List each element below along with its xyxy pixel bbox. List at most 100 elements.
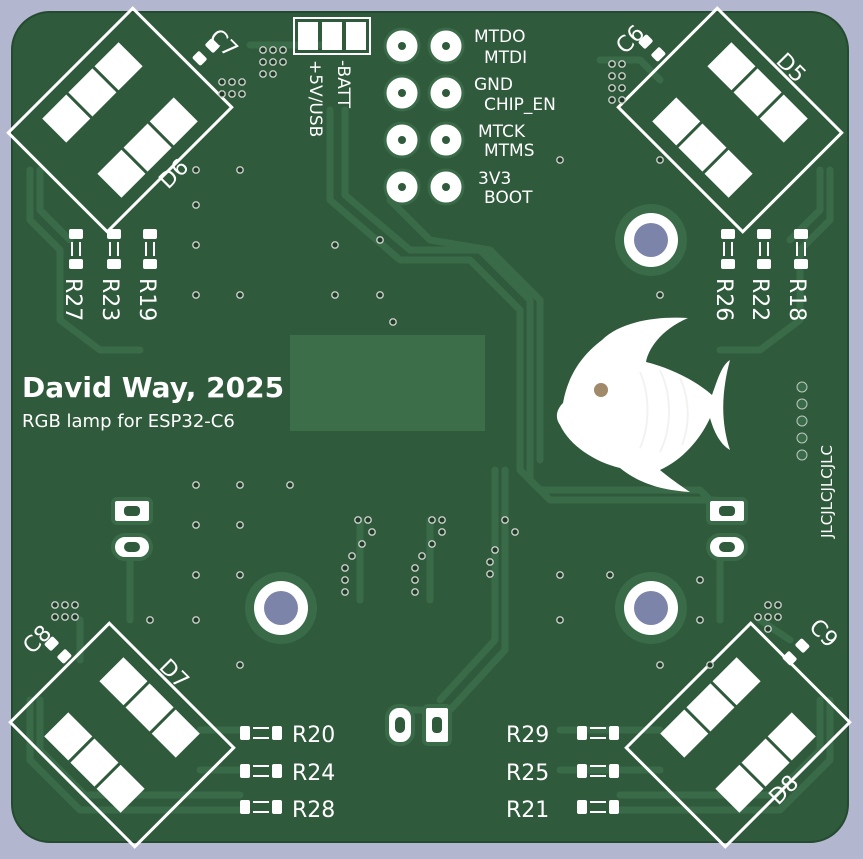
via [618, 84, 626, 92]
via [618, 96, 626, 104]
label-mtdo: MTDO [474, 27, 526, 47]
via [411, 588, 419, 596]
via [556, 571, 564, 579]
via [706, 661, 714, 669]
project-subtitle: RGB lamp for ESP32-C6 [22, 411, 235, 432]
label-mtdi: MTDI [484, 48, 527, 68]
via [774, 613, 782, 621]
via [428, 516, 436, 524]
via [341, 576, 349, 584]
mounting-hole-bottom-left [245, 572, 317, 644]
via [418, 552, 426, 560]
via [236, 521, 244, 529]
label-boot: BOOT [484, 188, 533, 208]
center-copper-pad [290, 335, 485, 431]
via [354, 516, 362, 524]
ref-r23: R23 [97, 278, 122, 321]
via [774, 601, 782, 609]
via [228, 90, 236, 98]
via [269, 70, 277, 78]
via [428, 540, 436, 548]
via [501, 516, 509, 524]
ref-r18: R18 [784, 278, 809, 321]
via [376, 291, 384, 299]
via [696, 576, 704, 584]
via [331, 241, 339, 249]
via [618, 72, 626, 80]
label-mtck: MTCK [478, 122, 526, 142]
header-labels: MTDO MTDI GND CHIP_EN MTCK MTMS 3V3 BOOT [474, 27, 556, 208]
via [236, 571, 244, 579]
via [51, 601, 59, 609]
label-gnd: GND [474, 75, 513, 95]
ref-r27: R27 [60, 278, 85, 321]
via [511, 528, 519, 536]
via [192, 616, 200, 624]
via [286, 481, 294, 489]
via [656, 661, 664, 669]
fish-eye [594, 383, 608, 397]
programming-header [383, 27, 465, 206]
via [618, 60, 626, 68]
via [228, 78, 236, 86]
ref-r24: R24 [292, 761, 335, 786]
author-credit: David Way, 2025 [22, 371, 284, 404]
label-3v3: 3V3 [478, 169, 511, 189]
via [218, 90, 226, 98]
via [146, 616, 154, 624]
via [608, 84, 616, 92]
via [341, 564, 349, 572]
via [71, 601, 79, 609]
mounting-hole-top-right [615, 204, 687, 276]
mounting-hole-bottom-right [615, 572, 687, 644]
via [438, 516, 446, 524]
via [269, 46, 277, 54]
via [236, 166, 244, 174]
via [192, 521, 200, 529]
via [411, 576, 419, 584]
resistor-outlines-bottom [253, 727, 606, 813]
jlc-marking: JLCJLCJLCJLC [818, 445, 836, 539]
ref-r20: R20 [292, 723, 335, 748]
resistor-outlines-top [71, 242, 806, 256]
via [331, 291, 339, 299]
ref-r21: R21 [506, 798, 549, 823]
battery-connector [293, 17, 371, 55]
ref-r22: R22 [747, 278, 772, 321]
via [218, 78, 226, 86]
via [192, 166, 200, 174]
ref-r19: R19 [134, 278, 159, 321]
via [764, 601, 772, 609]
via [238, 78, 246, 86]
via [259, 70, 267, 78]
via [656, 291, 664, 299]
oblong-pads [111, 497, 748, 746]
via [608, 96, 616, 104]
ref-r25: R25 [506, 761, 549, 786]
via [236, 661, 244, 669]
via [376, 236, 384, 244]
via [61, 601, 69, 609]
via [348, 552, 356, 560]
via [656, 156, 664, 164]
label-mtms: MTMS [484, 141, 535, 161]
via [259, 46, 267, 54]
ref-r26: R26 [711, 278, 736, 321]
via-field [51, 46, 782, 669]
via [754, 613, 762, 621]
via [556, 616, 564, 624]
via [279, 46, 287, 54]
via [364, 516, 372, 524]
via [764, 613, 772, 621]
via [358, 540, 366, 548]
ref-r28: R28 [292, 798, 335, 823]
via [192, 481, 200, 489]
via [51, 613, 59, 621]
resistor-pads-left [69, 229, 808, 269]
via [192, 291, 200, 299]
via [238, 90, 246, 98]
via [486, 558, 494, 566]
via [269, 58, 277, 66]
via [608, 72, 616, 80]
